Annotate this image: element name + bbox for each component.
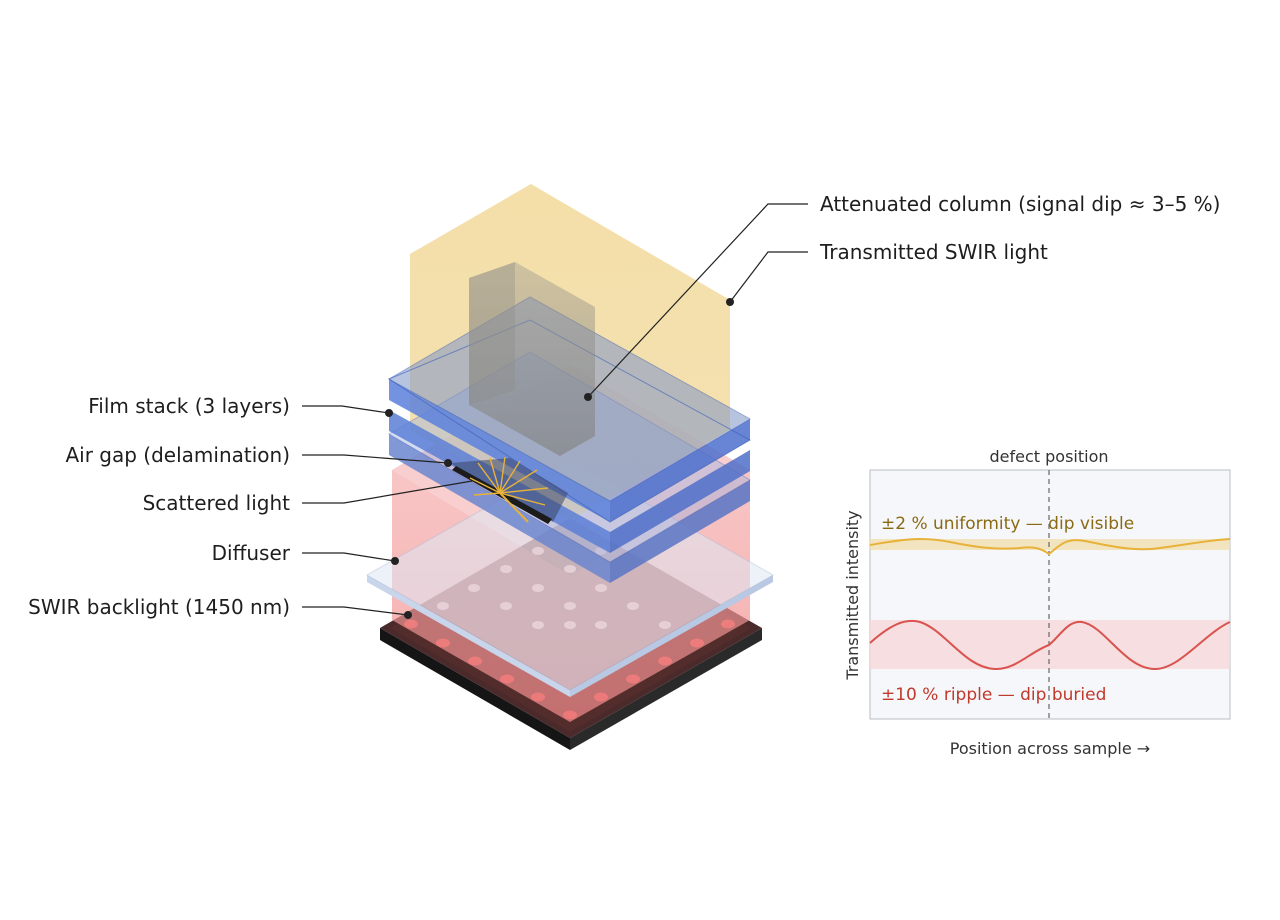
inset-chart: defect position ±2 % uniformity — dip vi… <box>843 447 1231 758</box>
callout-diffuser: Diffuser <box>212 541 399 565</box>
uniformity-band <box>870 539 1230 550</box>
label-scattered-light: Scattered light <box>143 491 291 515</box>
callout-air-gap: Air gap (delamination) <box>65 443 452 467</box>
callout-transmitted: Transmitted SWIR light <box>726 240 1048 306</box>
ripple-note: ±10 % ripple — dip buried <box>881 685 1106 705</box>
callout-backlight: SWIR backlight (1450 nm) <box>28 595 412 619</box>
inset-y-label: Transmitted intensity <box>843 510 862 680</box>
label-air-gap: Air gap (delamination) <box>65 443 290 467</box>
label-diffuser: Diffuser <box>212 541 291 565</box>
scattered-light-rays <box>469 456 549 523</box>
uniform-note: ±2 % uniformity — dip visible <box>881 514 1134 534</box>
label-transmitted-light: Transmitted SWIR light <box>819 240 1048 264</box>
callout-scattered: Scattered light <box>143 480 473 515</box>
inset-title: defect position <box>989 447 1108 466</box>
inset-x-label: Position across sample → <box>950 739 1150 758</box>
callout-attenuated: Attenuated column (signal dip ≈ 3–5 %) <box>584 192 1220 401</box>
attenuated-column <box>469 262 595 456</box>
label-attenuated-column: Attenuated column (signal dip ≈ 3–5 %) <box>820 192 1220 216</box>
ripple-curve <box>869 620 1231 671</box>
label-swir-backlight: SWIR backlight (1450 nm) <box>28 595 290 619</box>
callout-film-stack: Film stack (3 layers) <box>88 394 393 418</box>
uniform-curve <box>869 538 1231 556</box>
inset-plot-area <box>869 469 1231 720</box>
diffuser-plate <box>365 459 775 697</box>
label-film-stack: Film stack (3 layers) <box>88 394 290 418</box>
